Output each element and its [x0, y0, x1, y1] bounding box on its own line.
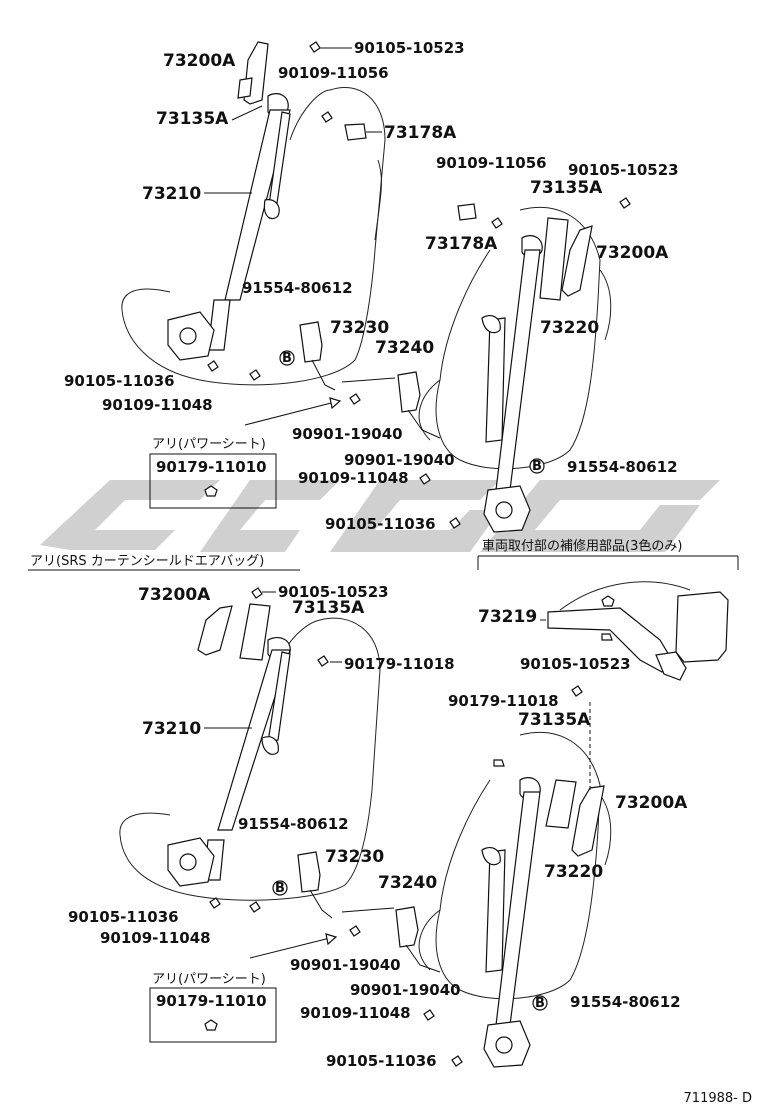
label-73200A-top-left: 73200A [163, 51, 236, 71]
label-90105-10523-top-left: 90105-10523 [354, 39, 465, 57]
label-90109-11048-bottom-left: 90109-11048 [100, 929, 211, 947]
label-90105-10523-top-right: 90105-10523 [568, 161, 679, 179]
label-73219: 73219 [478, 607, 537, 627]
callout-b-top-left: B [282, 351, 292, 366]
callout-b-bottom-right: B [535, 996, 545, 1011]
power-seat-title-top: アリ(パワーシート) [152, 437, 266, 452]
label-73178A-top-left: 73178A [384, 123, 457, 143]
label-90105-10523-bottom-right: 90105-10523 [520, 655, 631, 673]
label-90901-19040-top-b: 90901-19040 [344, 451, 455, 469]
top-labels: 73200A 90105-10523 90109-11056 73135A 73… [64, 39, 679, 533]
label-73178A-top-right: 73178A [425, 234, 498, 254]
label-91554-80612-top-left: 91554-80612 [242, 279, 353, 297]
bottom-right-seat: B [249, 685, 612, 1068]
label-90109-11056-top-right: 90109-11056 [436, 154, 547, 172]
power-seat-part-bottom: 90179-11010 [156, 992, 267, 1010]
bottom-left-seat: B [119, 587, 381, 919]
label-90179-11018-bottom-right: 90179-11018 [448, 692, 559, 710]
label-90105-11036-top-left: 90105-11036 [64, 372, 175, 390]
label-73230-bottom: 73230 [325, 847, 384, 867]
drawing-id: 711988- D [684, 1091, 752, 1106]
label-90109-11048-bottom-right: 90109-11048 [300, 1004, 411, 1022]
label-90105-10523-bottom-left: 90105-10523 [278, 583, 389, 601]
label-73200A-top-right: 73200A [596, 243, 669, 263]
power-seat-part-top: 90179-11010 [156, 458, 267, 476]
callout-b-top-right: B [532, 459, 542, 474]
label-73220-bottom: 73220 [544, 862, 603, 882]
label-90901-19040-top-a: 90901-19040 [292, 425, 403, 443]
label-90105-11036-top-right: 90105-11036 [325, 515, 436, 533]
power-seat-box-bottom: アリ(パワーシート) 90179-11010 [149, 972, 277, 1043]
label-90179-11018-bottom-left: 90179-11018 [344, 655, 455, 673]
power-seat-title-bottom: アリ(パワーシート) [152, 972, 266, 987]
label-90901-19040-bottom-a: 90901-19040 [290, 956, 401, 974]
label-91554-80612-bottom-left: 91554-80612 [238, 815, 349, 833]
label-73200A-bottom-right: 73200A [615, 793, 688, 813]
label-73135A-top-left: 73135A [156, 109, 229, 129]
label-73210-top: 73210 [142, 184, 201, 204]
label-90109-11048-top-left: 90109-11048 [102, 396, 213, 414]
label-90109-11056-top-left: 90109-11056 [278, 64, 389, 82]
label-73230-top: 73230 [330, 318, 389, 338]
label-90901-19040-bottom-b: 90901-19040 [350, 981, 461, 999]
top-right-seat: B [244, 197, 631, 533]
repair-part-73219: 73219 [478, 581, 729, 681]
label-73135A-bottom-right: 73135A [518, 710, 591, 730]
label-73135A-bottom-left: 73135A [292, 598, 365, 618]
label-73200A-bottom-left: 73200A [138, 585, 211, 605]
label-73240-bottom: 73240 [378, 873, 437, 893]
section-header-repair: 車両取付部の補修用部品(3色のみ) [482, 538, 682, 554]
section-header-srs: アリ(SRS カーテンシールドエアバッグ) [30, 554, 264, 569]
top-left-seat: B [121, 41, 386, 391]
power-seat-box-top: アリ(パワーシート) 90179-11010 [149, 437, 277, 509]
label-91554-80612-top-right: 91554-80612 [567, 458, 678, 476]
label-73210-bottom: 73210 [142, 719, 201, 739]
label-90109-11048-top-right: 90109-11048 [298, 469, 409, 487]
label-91554-80612-bottom-right: 91554-80612 [570, 993, 681, 1011]
watermark-logo [40, 480, 720, 552]
label-73220-top: 73220 [540, 318, 599, 338]
label-73240-top: 73240 [375, 338, 434, 358]
bottom-labels: 73200A 90105-10523 73135A 90179-11018 90… [68, 583, 688, 1070]
label-90105-11036-bottom-right: 90105-11036 [326, 1052, 437, 1070]
label-90105-11036-bottom-left: 90105-11036 [68, 908, 179, 926]
callout-b-bottom-left: B [275, 881, 285, 896]
label-73135A-top-right: 73135A [530, 178, 603, 198]
